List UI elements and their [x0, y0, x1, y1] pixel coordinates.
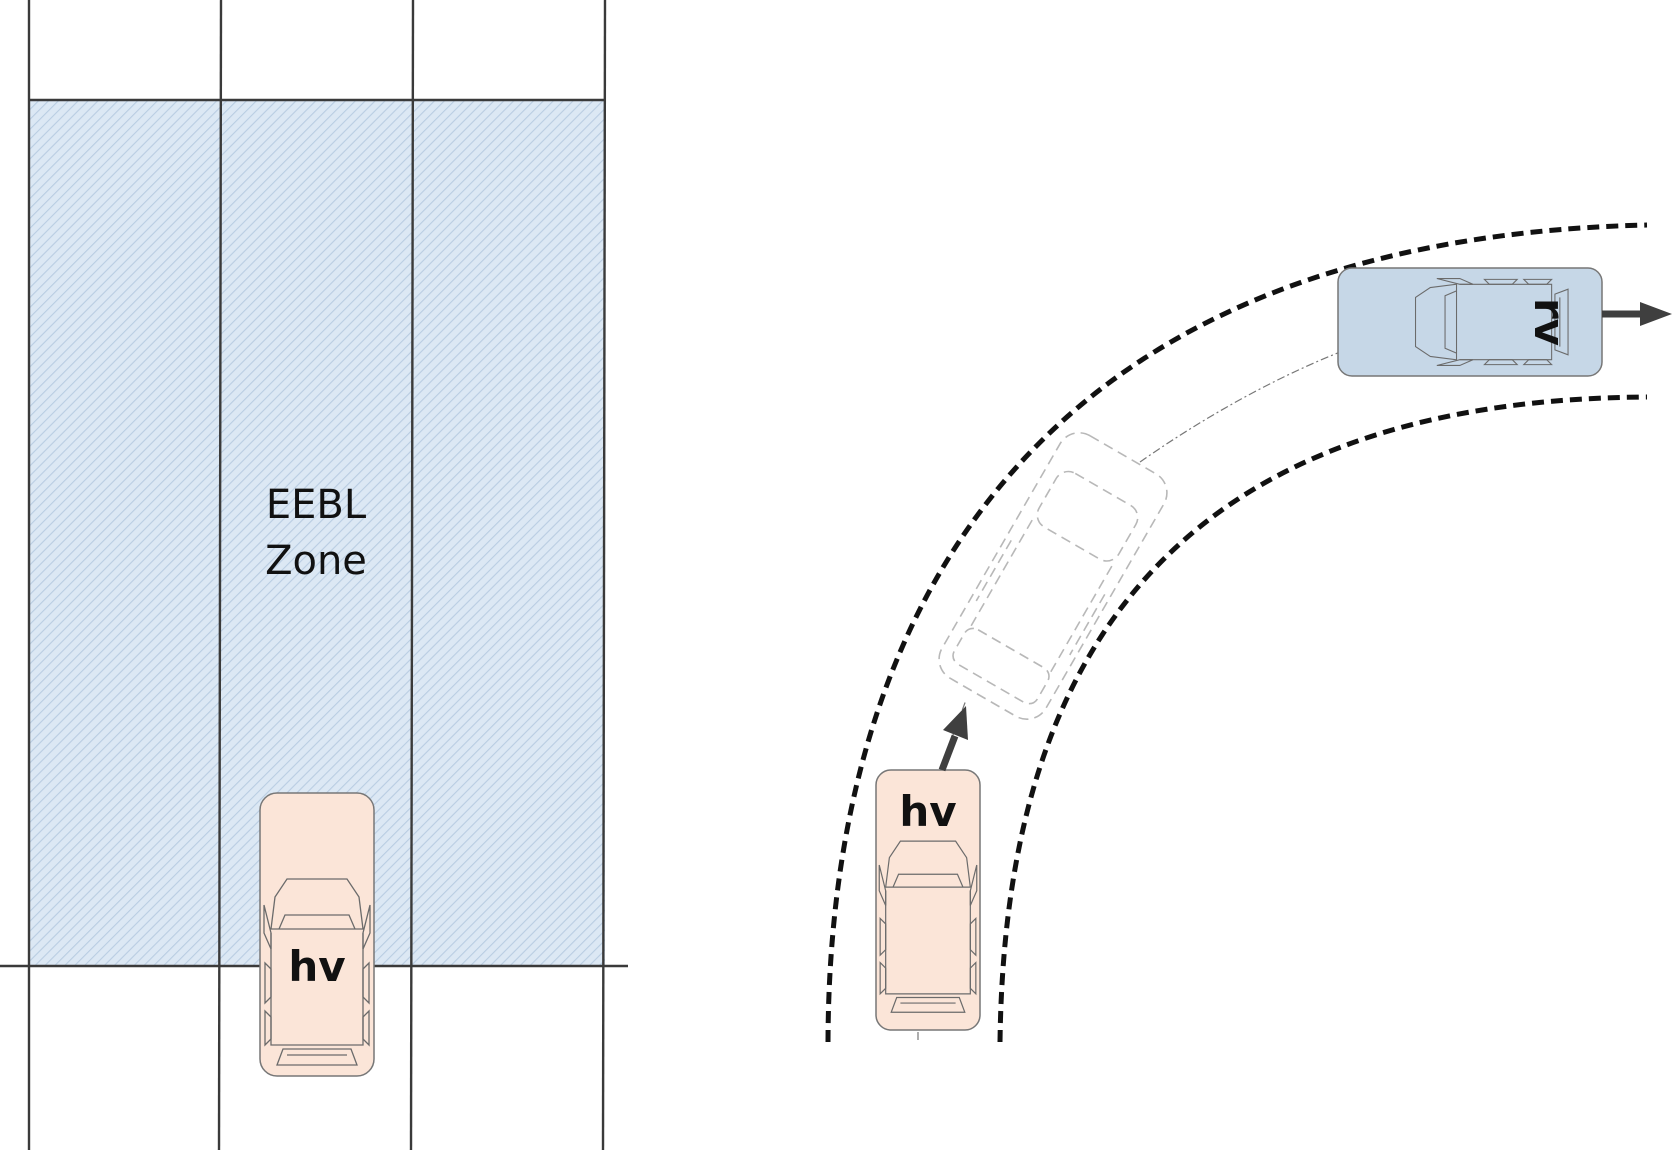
lane-line-4 [601, 0, 607, 1150]
zone-label-line1: EEBL [266, 482, 367, 528]
host-vehicle-curve: hv [875, 769, 981, 1031]
road-edge-outer [825, 222, 1648, 1043]
eebl-zone-diagram: EEBL Zone hv [0, 0, 628, 1150]
arrow-icon [938, 706, 968, 772]
arrow-icon [1602, 302, 1672, 326]
host-vehicle-label: hv [288, 942, 345, 991]
remote-vehicle-label: rv [1525, 298, 1574, 346]
lane-line-3 [409, 0, 415, 1150]
predicted-vehicle [938, 432, 1168, 720]
remote-vehicle: rv [1337, 267, 1603, 377]
zone-label-line2: Zone [265, 538, 367, 584]
host-vehicle-zone: hv [259, 792, 375, 1077]
curve-diagram: hv rv [825, 222, 1672, 1043]
host-vehicle-label: hv [899, 787, 956, 836]
car-outline-dashed-icon [938, 432, 1168, 720]
lane-line-2 [217, 0, 223, 1150]
road-edge-inner [997, 394, 1648, 1043]
